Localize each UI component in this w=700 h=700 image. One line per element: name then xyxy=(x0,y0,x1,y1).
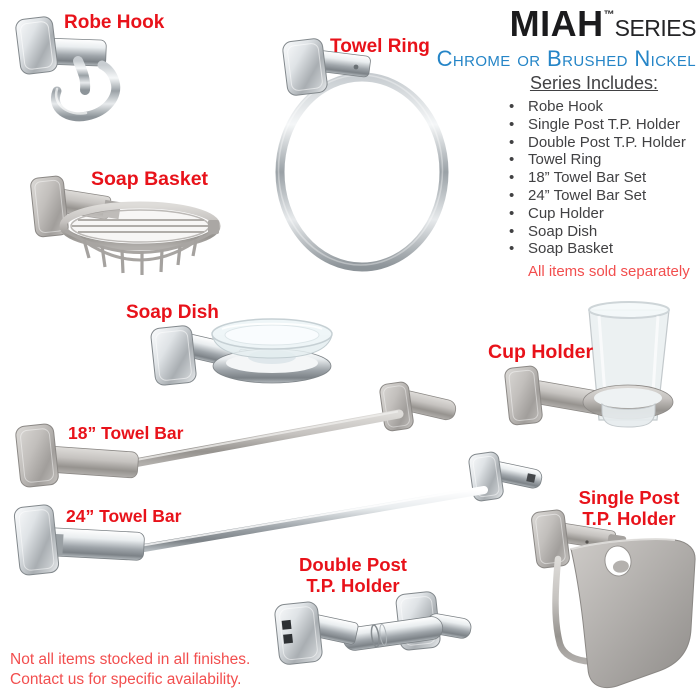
series-list-item: 18” Towel Bar Set xyxy=(505,169,697,187)
towel-ring-image xyxy=(275,38,449,272)
series-list-item: Single Post T.P. Holder xyxy=(505,116,697,134)
soap-basket-image xyxy=(30,175,221,275)
towel-bar-24-image xyxy=(13,451,543,576)
soap-dish-image xyxy=(150,318,333,386)
cup-holder-label: Cup Holder xyxy=(488,341,594,363)
double-post-label-line1: Double Post xyxy=(299,554,407,575)
single-post-tp-holder-image xyxy=(531,509,696,689)
towel-bar-24-label: 24” Towel Bar xyxy=(66,506,182,526)
single-post-label-line1: Single Post xyxy=(578,487,680,508)
towel-bar-18-image xyxy=(15,381,457,488)
availability-note: Not all items stocked in all finishes. C… xyxy=(10,650,250,689)
availability-note-line2: Contact us for specific availability. xyxy=(10,670,242,688)
finish-subtitle: Chrome or Brushed Nickel xyxy=(436,46,696,71)
robe-hook-label: Robe Hook xyxy=(64,12,165,33)
single-post-label-line2: T.P. Holder xyxy=(582,508,676,529)
series-includes-list: Robe HookSingle Post T.P. HolderDouble P… xyxy=(505,98,697,258)
double-post-tp-holder-image xyxy=(274,591,472,665)
towel-bar-18-label: 18” Towel Bar xyxy=(68,423,184,443)
series-list-item: Double Post T.P. Holder xyxy=(505,134,697,152)
series-list-item: Robe Hook xyxy=(505,98,697,116)
double-post-label-line2: T.P. Holder xyxy=(306,575,400,596)
series-list-item: Soap Dish xyxy=(505,223,697,241)
trademark-symbol: ™ xyxy=(603,9,615,21)
series-includes-heading: Series Includes: xyxy=(529,73,659,93)
single-post-tp-holder-label: Single Post T.P. Holder xyxy=(568,487,690,529)
towel-ring-label: Towel Ring xyxy=(330,36,430,57)
cup-holder-image xyxy=(504,301,674,428)
series-includes-box: Series Includes: Robe HookSingle Post T.… xyxy=(505,73,697,280)
sold-separately-note: All items sold separately xyxy=(528,263,690,281)
soap-dish-label: Soap Dish xyxy=(126,302,219,323)
double-post-tp-holder-label: Double Post T.P. Holder xyxy=(288,554,418,596)
series-list-item: Towel Ring xyxy=(505,151,697,169)
series-list-item: Soap Basket xyxy=(505,240,697,258)
availability-note-line1: Not all items stocked in all finishes. xyxy=(10,651,251,668)
title-block: MIAH™SERIES Chrome or Brushed Nickel xyxy=(420,3,697,72)
series-list-item: Cup Holder xyxy=(505,205,697,223)
brand-series-word: SERIES xyxy=(614,15,697,41)
soap-basket-label: Soap Basket xyxy=(91,168,209,190)
series-list-item: 24” Towel Bar Set xyxy=(505,187,697,205)
robe-hook-image xyxy=(15,16,121,122)
brand-name: MIAH xyxy=(509,3,604,44)
brand-title: MIAH™SERIES xyxy=(420,3,697,45)
